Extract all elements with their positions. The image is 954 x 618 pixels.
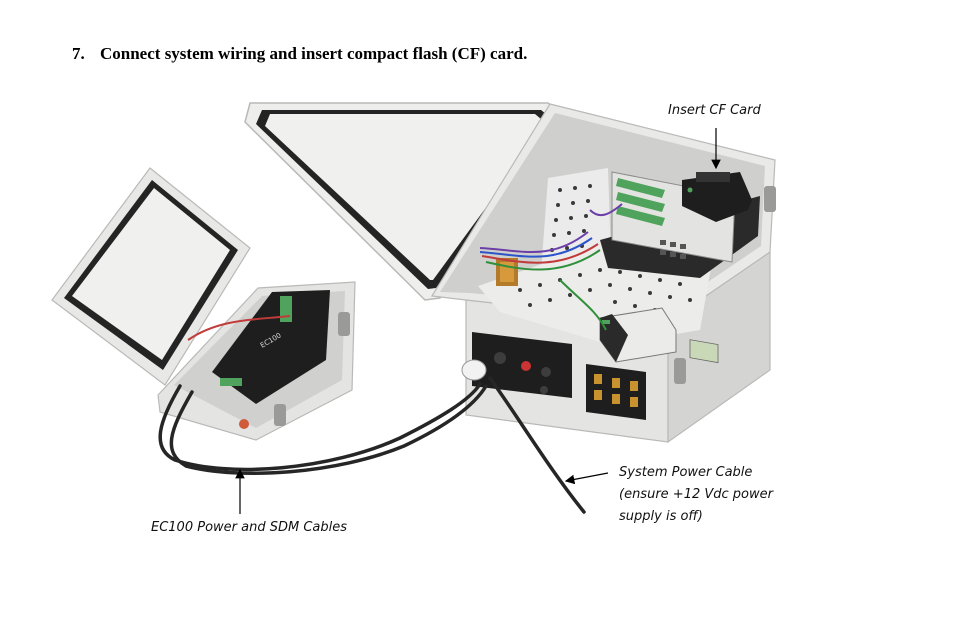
step-title: Connect system wiring and insert compact…	[100, 44, 528, 63]
system-power-cable	[488, 376, 586, 514]
step-number: 7.	[72, 44, 85, 63]
ec100-cables	[158, 382, 488, 475]
connector-panel	[472, 332, 646, 420]
ec100-enclosure: EC100	[157, 281, 356, 441]
cf-card-module	[682, 172, 752, 222]
callout-power-line-2: (ensure +12 Vdc power	[619, 487, 773, 502]
main-enclosure-lid	[244, 102, 570, 301]
callout-cf-card: Insert CF Card	[668, 103, 761, 118]
main-enclosure	[430, 103, 776, 444]
callout-power-line-1: System Power Cable	[619, 465, 753, 480]
terminal-block	[496, 258, 518, 286]
power-cable-arrow	[564, 472, 609, 485]
step-heading: 7. Connect system wiring and insert compa…	[72, 44, 527, 64]
ec100-enclosure-lid	[51, 167, 251, 386]
callout-system-power-cable: System Power Cable (ensure +12 Vdc power…	[619, 462, 773, 528]
cpec-module	[599, 307, 677, 363]
callout-ec100-cables: EC100 Power and SDM Cables	[151, 520, 348, 535]
callout-power-line-3: supply is off)	[619, 509, 703, 524]
